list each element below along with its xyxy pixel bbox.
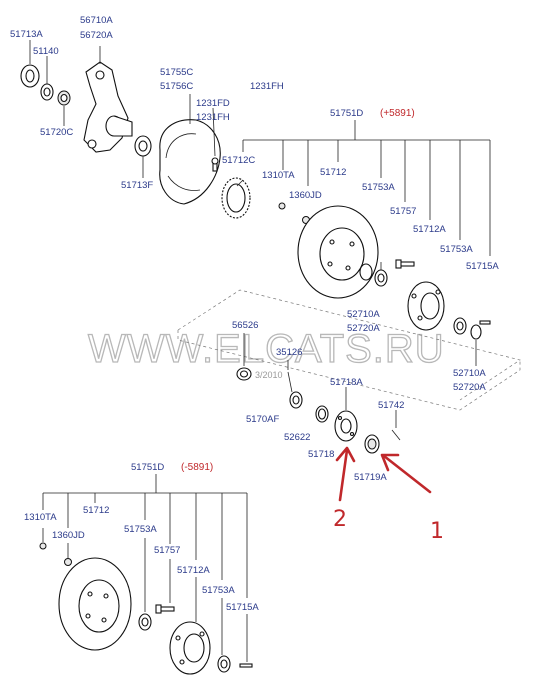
cap-51719A <box>364 434 380 454</box>
ring-51140 <box>40 83 54 101</box>
label-1360JD-top: 1360JD <box>289 190 322 201</box>
label-51140: 51140 <box>33 46 59 57</box>
bearing-51753A-bot2 <box>217 655 231 673</box>
label-51712C: 51712C <box>222 155 255 166</box>
label-51757-top: 51757 <box>390 206 416 217</box>
disc-51712-top <box>297 205 379 299</box>
bolt-51715A-top <box>479 320 491 325</box>
label-51715A-bot: 51715A <box>226 602 259 613</box>
bearing-51753A-top <box>359 263 373 281</box>
knuckle-56710A <box>83 61 133 153</box>
label-52710A-right: 52710A <box>453 368 486 379</box>
label-52710A-top: 52710A <box>347 309 380 320</box>
bolt-51715A-bot <box>239 663 253 668</box>
flange-51718A <box>334 410 358 442</box>
washer-5170AF <box>289 391 303 409</box>
screw-1310TA-top <box>278 202 286 210</box>
annotation-number-1: 1 <box>430 519 444 544</box>
label-51742: 51742 <box>378 400 404 411</box>
label-51719A: 51719A <box>354 472 387 483</box>
label-51712A-top: 51712A <box>413 224 446 235</box>
bolt-1360JD-bot <box>64 558 72 566</box>
label-51751D-top: 51751D <box>330 108 363 119</box>
dash-box-bottom <box>177 330 521 411</box>
nut-56526 <box>236 367 252 381</box>
hub-51712A-top <box>407 281 445 331</box>
watermark-text: WWW.ELCATS.RU <box>88 327 445 371</box>
label-51751D-bot: 51751D <box>131 462 164 473</box>
label-52720A-right: 52720A <box>453 382 486 393</box>
label-1310TA-bot: 1310TA <box>24 512 57 523</box>
label-56710A: 56710A <box>80 15 113 26</box>
dash-box-top <box>177 289 521 401</box>
label-5170AF: 5170AF <box>246 414 279 425</box>
annotation-number-2: 2 <box>333 507 347 532</box>
bearing-51753A-top2 <box>453 317 467 335</box>
variant-top: (+5891) <box>380 108 415 119</box>
variant-bottom: (-5891) <box>181 462 213 473</box>
stud-51757-bot <box>155 604 175 614</box>
hub-51712A-bot <box>169 621 211 675</box>
annotation-arrow-2 <box>335 446 356 502</box>
pin-35126 <box>287 371 293 393</box>
label-51753A-top2: 51753A <box>440 244 473 255</box>
label-51755C: 51755C <box>160 67 193 78</box>
label-51753A-bot2: 51753A <box>202 585 235 596</box>
label-51756C: 51756C <box>160 81 193 92</box>
stud-51757-top <box>395 259 415 269</box>
bearing-51720C <box>57 90 71 106</box>
label-35126: 35126 <box>276 347 302 358</box>
screw-1310TA-bot <box>39 542 47 550</box>
annotation-arrow-1 <box>380 453 432 494</box>
seal-51713F <box>134 135 152 157</box>
tone-wheel-51712C <box>221 177 251 219</box>
label-51712-bot: 51712 <box>83 505 109 516</box>
seal-52710A-top <box>374 269 388 287</box>
label-1231FD: 1231FD <box>196 98 230 109</box>
label-51720C: 51720C <box>40 127 73 138</box>
label-52622: 52622 <box>284 432 310 443</box>
label-51712A-bot: 51712A <box>177 565 210 576</box>
label-1310TA-top: 1310TA <box>262 170 295 181</box>
seal-52710A-right <box>470 324 482 340</box>
bolt-1231FD <box>211 157 219 172</box>
ring-52622 <box>315 405 329 423</box>
label-1360JD-bot: 1360JD <box>52 530 85 541</box>
label-1231FH-top: 1231FH <box>250 81 284 92</box>
label-51712-top: 51712 <box>320 167 346 178</box>
label-52720A-top: 52720A <box>347 323 380 334</box>
label-51713F: 51713F <box>121 180 153 191</box>
bearing-51753A-bot <box>138 613 152 631</box>
watermark-date: 3/2010 <box>255 370 283 380</box>
label-51753A-top: 51753A <box>362 182 395 193</box>
label-51718: 51718 <box>308 449 334 460</box>
label-51718A: 51718A <box>330 377 363 388</box>
label-51713A: 51713A <box>10 29 43 40</box>
screw-51742 <box>391 429 401 441</box>
label-56720A: 56720A <box>80 30 113 41</box>
label-51715A-top: 51715A <box>466 261 499 272</box>
label-51753A-bot: 51753A <box>124 524 157 535</box>
disc-51712-bot <box>58 557 132 651</box>
shield-51755C <box>159 119 221 205</box>
label-51757-bot: 51757 <box>154 545 180 556</box>
seal-51713A <box>20 64 40 88</box>
label-1231FH: 1231FH <box>196 112 230 123</box>
label-56526: 56526 <box>232 320 258 331</box>
